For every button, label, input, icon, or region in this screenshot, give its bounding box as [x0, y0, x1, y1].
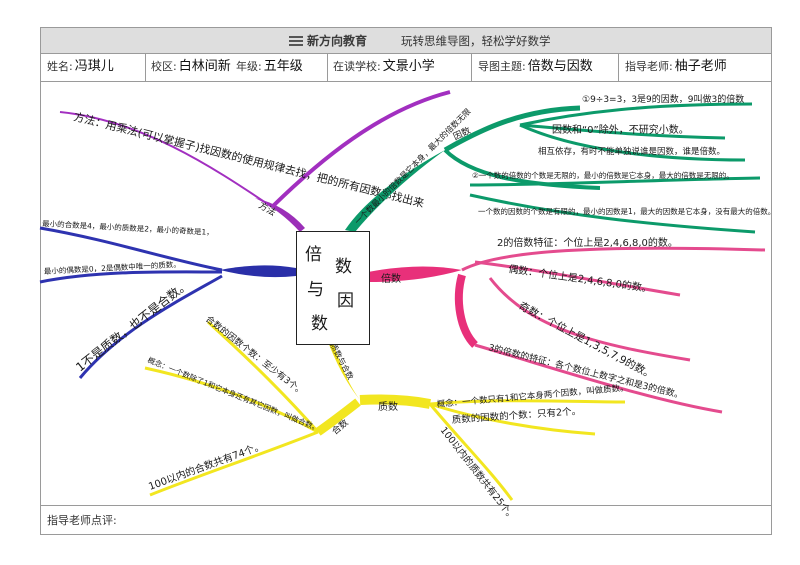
center-char: 因	[337, 291, 354, 311]
branch-stroke	[345, 150, 445, 232]
branch-line	[519, 102, 753, 127]
mindmap-worksheet: 新方向教育 玩转思维导图，轻松学好数学 姓名:冯琪儿 校区:白林间新 年级:五年…	[40, 27, 772, 535]
divider	[618, 53, 619, 81]
center-char: 数	[335, 257, 352, 277]
center-topic-box: 倍 数 与 因 数	[296, 231, 370, 345]
factor-text-4: ②一个数的倍数的个数是无限的，最小的倍数是它本身，最大的倍数是无限的。	[472, 170, 734, 180]
branch-multiple: 倍数 2的倍数特征：个位上是2,4,6,8,0的数。 偶数：个位上是2,4,6,…	[368, 236, 766, 414]
topic-label: 导图主题:	[478, 60, 526, 73]
branch-line	[469, 193, 756, 234]
branch-line	[443, 148, 601, 190]
branch-line	[429, 402, 596, 436]
divider	[145, 53, 146, 81]
branch-line	[519, 123, 746, 162]
prime-text-3: 100以内的质数共有25个。	[438, 424, 519, 523]
left-text-3: 1不是质数，也不是合数。	[73, 277, 192, 375]
branch-line	[443, 105, 581, 153]
branch-line	[474, 343, 723, 414]
school-value: 文景小学	[382, 59, 435, 74]
prime-text-1: 概念：一个数只有1和它本身两个因数，叫做质数。	[436, 382, 629, 410]
branch-line	[39, 270, 223, 284]
grade-cell: 年级:五年级	[236, 53, 303, 81]
slogan: 玩转思维导图，轻松学好数学	[401, 34, 551, 48]
center-char: 数	[311, 314, 328, 334]
multiple-text-2: 偶数：个位上是2,4,6,8,0的数。	[508, 262, 653, 295]
branch-stroke	[328, 342, 360, 400]
factor-text-2: 因数和“0”除外，不研究小数。	[552, 123, 689, 136]
branch-line	[519, 123, 726, 140]
comment-label: 指导老师点评:	[47, 514, 117, 527]
composite-text-3: 100以内的合数共有74个。	[147, 439, 266, 493]
name-cell: 姓名:冯琪儿	[47, 53, 114, 81]
school-cell: 在读学校:文景小学	[333, 53, 435, 81]
teacher-comment-row: 指导老师点评:	[41, 505, 771, 534]
branch-prime-label: 质数	[378, 400, 398, 413]
branch-line	[270, 90, 451, 209]
branch-line	[39, 226, 223, 272]
teacher-value: 柚子老师	[674, 59, 727, 74]
campus-value: 白林间新	[178, 59, 231, 74]
branch-stroke	[368, 266, 462, 282]
branch-stroke	[220, 265, 296, 278]
name-label: 姓名:	[47, 60, 73, 73]
teacher-label: 指导老师:	[625, 60, 673, 73]
divider	[327, 53, 328, 81]
topic-value: 倍数与因数	[527, 59, 593, 74]
branch-line	[359, 394, 431, 409]
branch-line	[469, 176, 761, 187]
header-banner: 新方向教育 玩转思维导图，轻松学好数学	[41, 28, 771, 54]
brand-logo: 新方向教育	[289, 32, 367, 49]
branch-multiple-label: 倍数	[381, 272, 401, 285]
campus-label: 校区:	[151, 60, 177, 73]
branch-line	[78, 274, 223, 379]
book-icon	[289, 36, 303, 46]
branch-line	[428, 403, 514, 501]
factor-sub-label: 一个数最小的倍数是它本身，最大的倍数无限	[352, 106, 472, 226]
prime-text-2: 质数的因数的个数：只有2个。	[451, 405, 581, 426]
brand-name: 新方向教育	[307, 34, 368, 48]
grade-label: 年级:	[236, 60, 262, 73]
branch-line	[429, 399, 626, 406]
branch-line	[474, 260, 681, 297]
branch-stroke	[255, 198, 305, 232]
branch-line	[454, 273, 479, 348]
factor-text-5: 一个数的因数的个数是有限的，最小的因数是1，最大的因数是它本身，没有最大的倍数。	[478, 206, 775, 216]
center-char: 倍	[305, 245, 322, 265]
name-value: 冯琪儿	[74, 59, 114, 74]
center-char: 与	[307, 280, 324, 300]
branch-factor: 一个数最小的倍数是它本身，最大的倍数无限 因数 ①9÷3=3，3是9的因数，9叫…	[345, 93, 775, 234]
branch-method: 方法 方法：用乘法(可以掌握子)找因数的使用规律去找，把的所有因数都找出来	[59, 90, 451, 232]
branch-line	[488, 277, 691, 362]
branch-line	[144, 366, 319, 434]
teacher-cell: 指导老师:柚子老师	[625, 53, 727, 81]
campus-cell: 校区:白林间新	[151, 53, 231, 81]
prime-sub-label: 质数与合数	[328, 341, 356, 381]
branch-prime-composite: 质数与合数 质数 合数 概念：一个数只有1和它本身两个因数，叫做质数。 质数的因…	[144, 313, 629, 523]
branch-line	[149, 430, 319, 497]
center-topic: 倍 数 与 因 数	[305, 245, 354, 334]
topic-cell: 导图主题:倍数与因数	[478, 53, 593, 81]
student-info-row: 姓名:冯琪儿 校区:白林间新 年级:五年级 在读学校:文景小学 导图主题:倍数与…	[41, 53, 771, 82]
grade-value: 五年级	[263, 59, 303, 74]
factor-text-1: ①9÷3=3，3是9的因数，9叫做3的倍数	[582, 93, 744, 105]
school-label: 在读学校:	[333, 60, 381, 73]
branch-line	[206, 320, 320, 433]
multiple-text-1: 2的倍数特征：个位上是2,4,6,8,0的数。	[497, 236, 678, 249]
branch-line	[59, 111, 273, 208]
divider	[471, 53, 472, 81]
factor-text-3: 相互依存，有时不能单独说谁是因数，谁是倍数。	[538, 146, 725, 157]
branch-line	[315, 398, 361, 436]
